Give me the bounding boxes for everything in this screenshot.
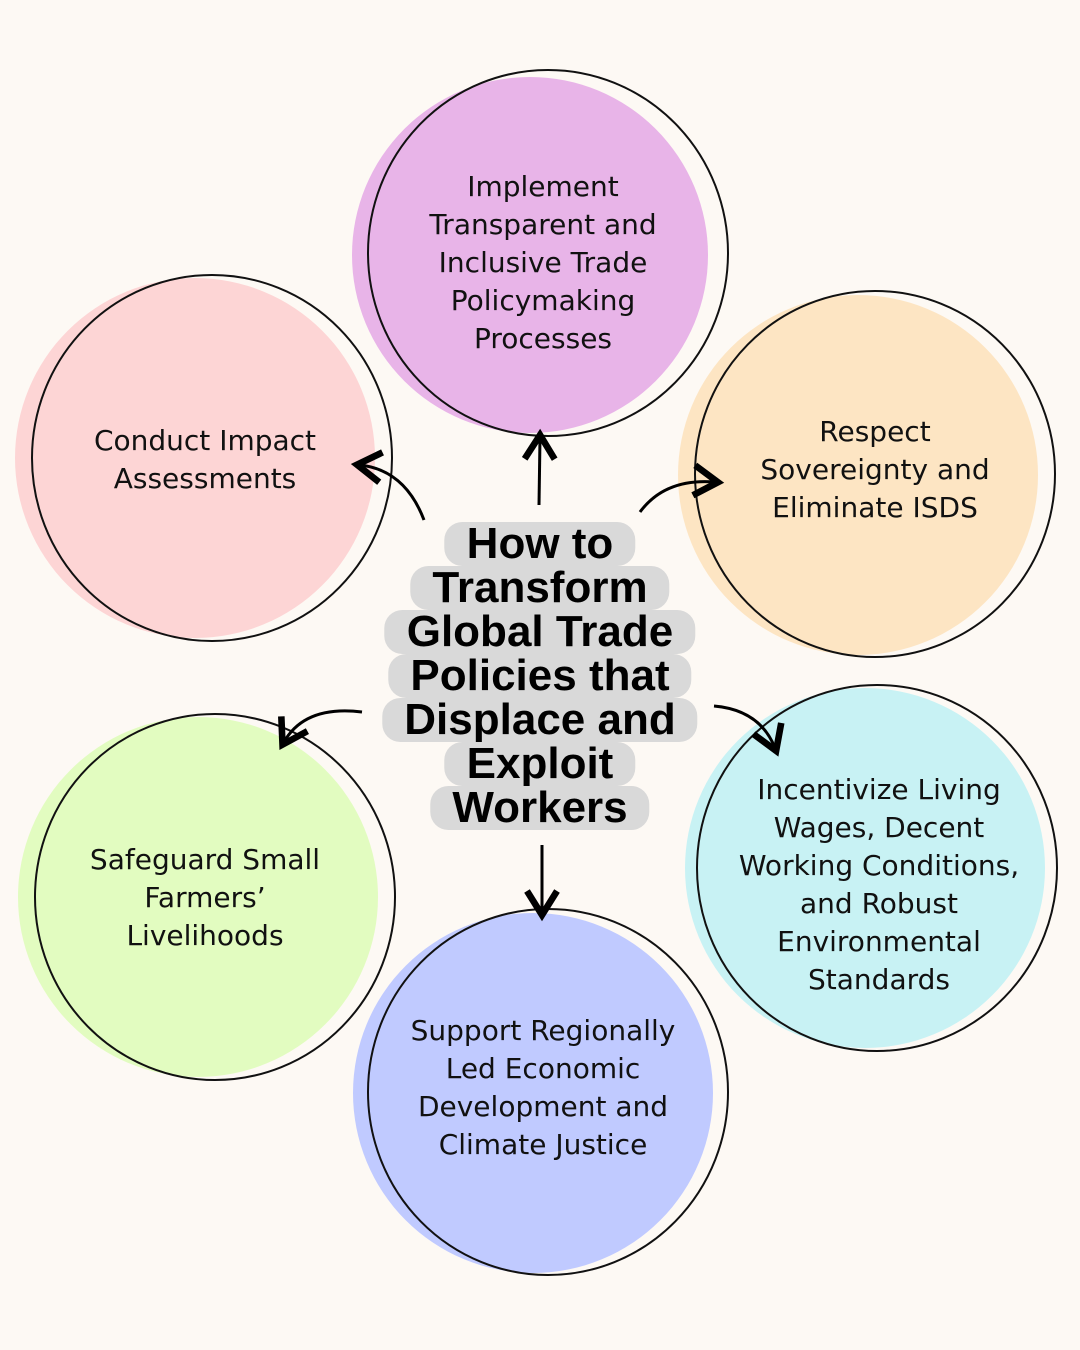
title-line: Exploit (444, 742, 636, 786)
right-bottom-circle-fill (685, 688, 1045, 1048)
title-line: Policies that (388, 654, 692, 698)
right-bottom-circle-outline (696, 684, 1058, 1052)
left-bottom-circle-fill (18, 717, 378, 1077)
node-right-text: Respect Sovereignty and Eliminate ISDS (760, 415, 990, 524)
title-line: Transform (410, 566, 670, 610)
title-line: Global Trade (384, 610, 696, 654)
node-bottom-text: Support Regionally Led Economic Developm… (410, 1014, 676, 1161)
arrow-left-bottom (278, 709, 363, 751)
title-line: How to (444, 522, 636, 566)
bottom-circle-fill (353, 913, 713, 1273)
left-bottom-circle-outline (34, 713, 396, 1081)
title-line: Displace and (382, 698, 698, 742)
title-line: Workers (430, 786, 650, 830)
right-circle-fill (678, 295, 1038, 655)
node-left-bottom-text: Safeguard Small Farmers’ Livelihoods (89, 843, 321, 952)
left-circle-fill (15, 278, 375, 638)
arrow-left (350, 449, 426, 521)
node-top-text: Implement Transparent and Inclusive Trad… (429, 170, 657, 355)
node-left-text: Conduct Impact Assessments (93, 424, 317, 495)
left-circle-outline (31, 274, 393, 642)
arrow-right (638, 462, 725, 513)
top-circle-fill (352, 77, 708, 433)
arrow-top (521, 428, 558, 506)
central-title: How to Transform Global Trade Policies t… (382, 522, 698, 830)
arrow-right-bottom (713, 704, 785, 757)
node-right-bottom-text: Incentivize Living Wages, Decent Working… (738, 773, 1020, 996)
